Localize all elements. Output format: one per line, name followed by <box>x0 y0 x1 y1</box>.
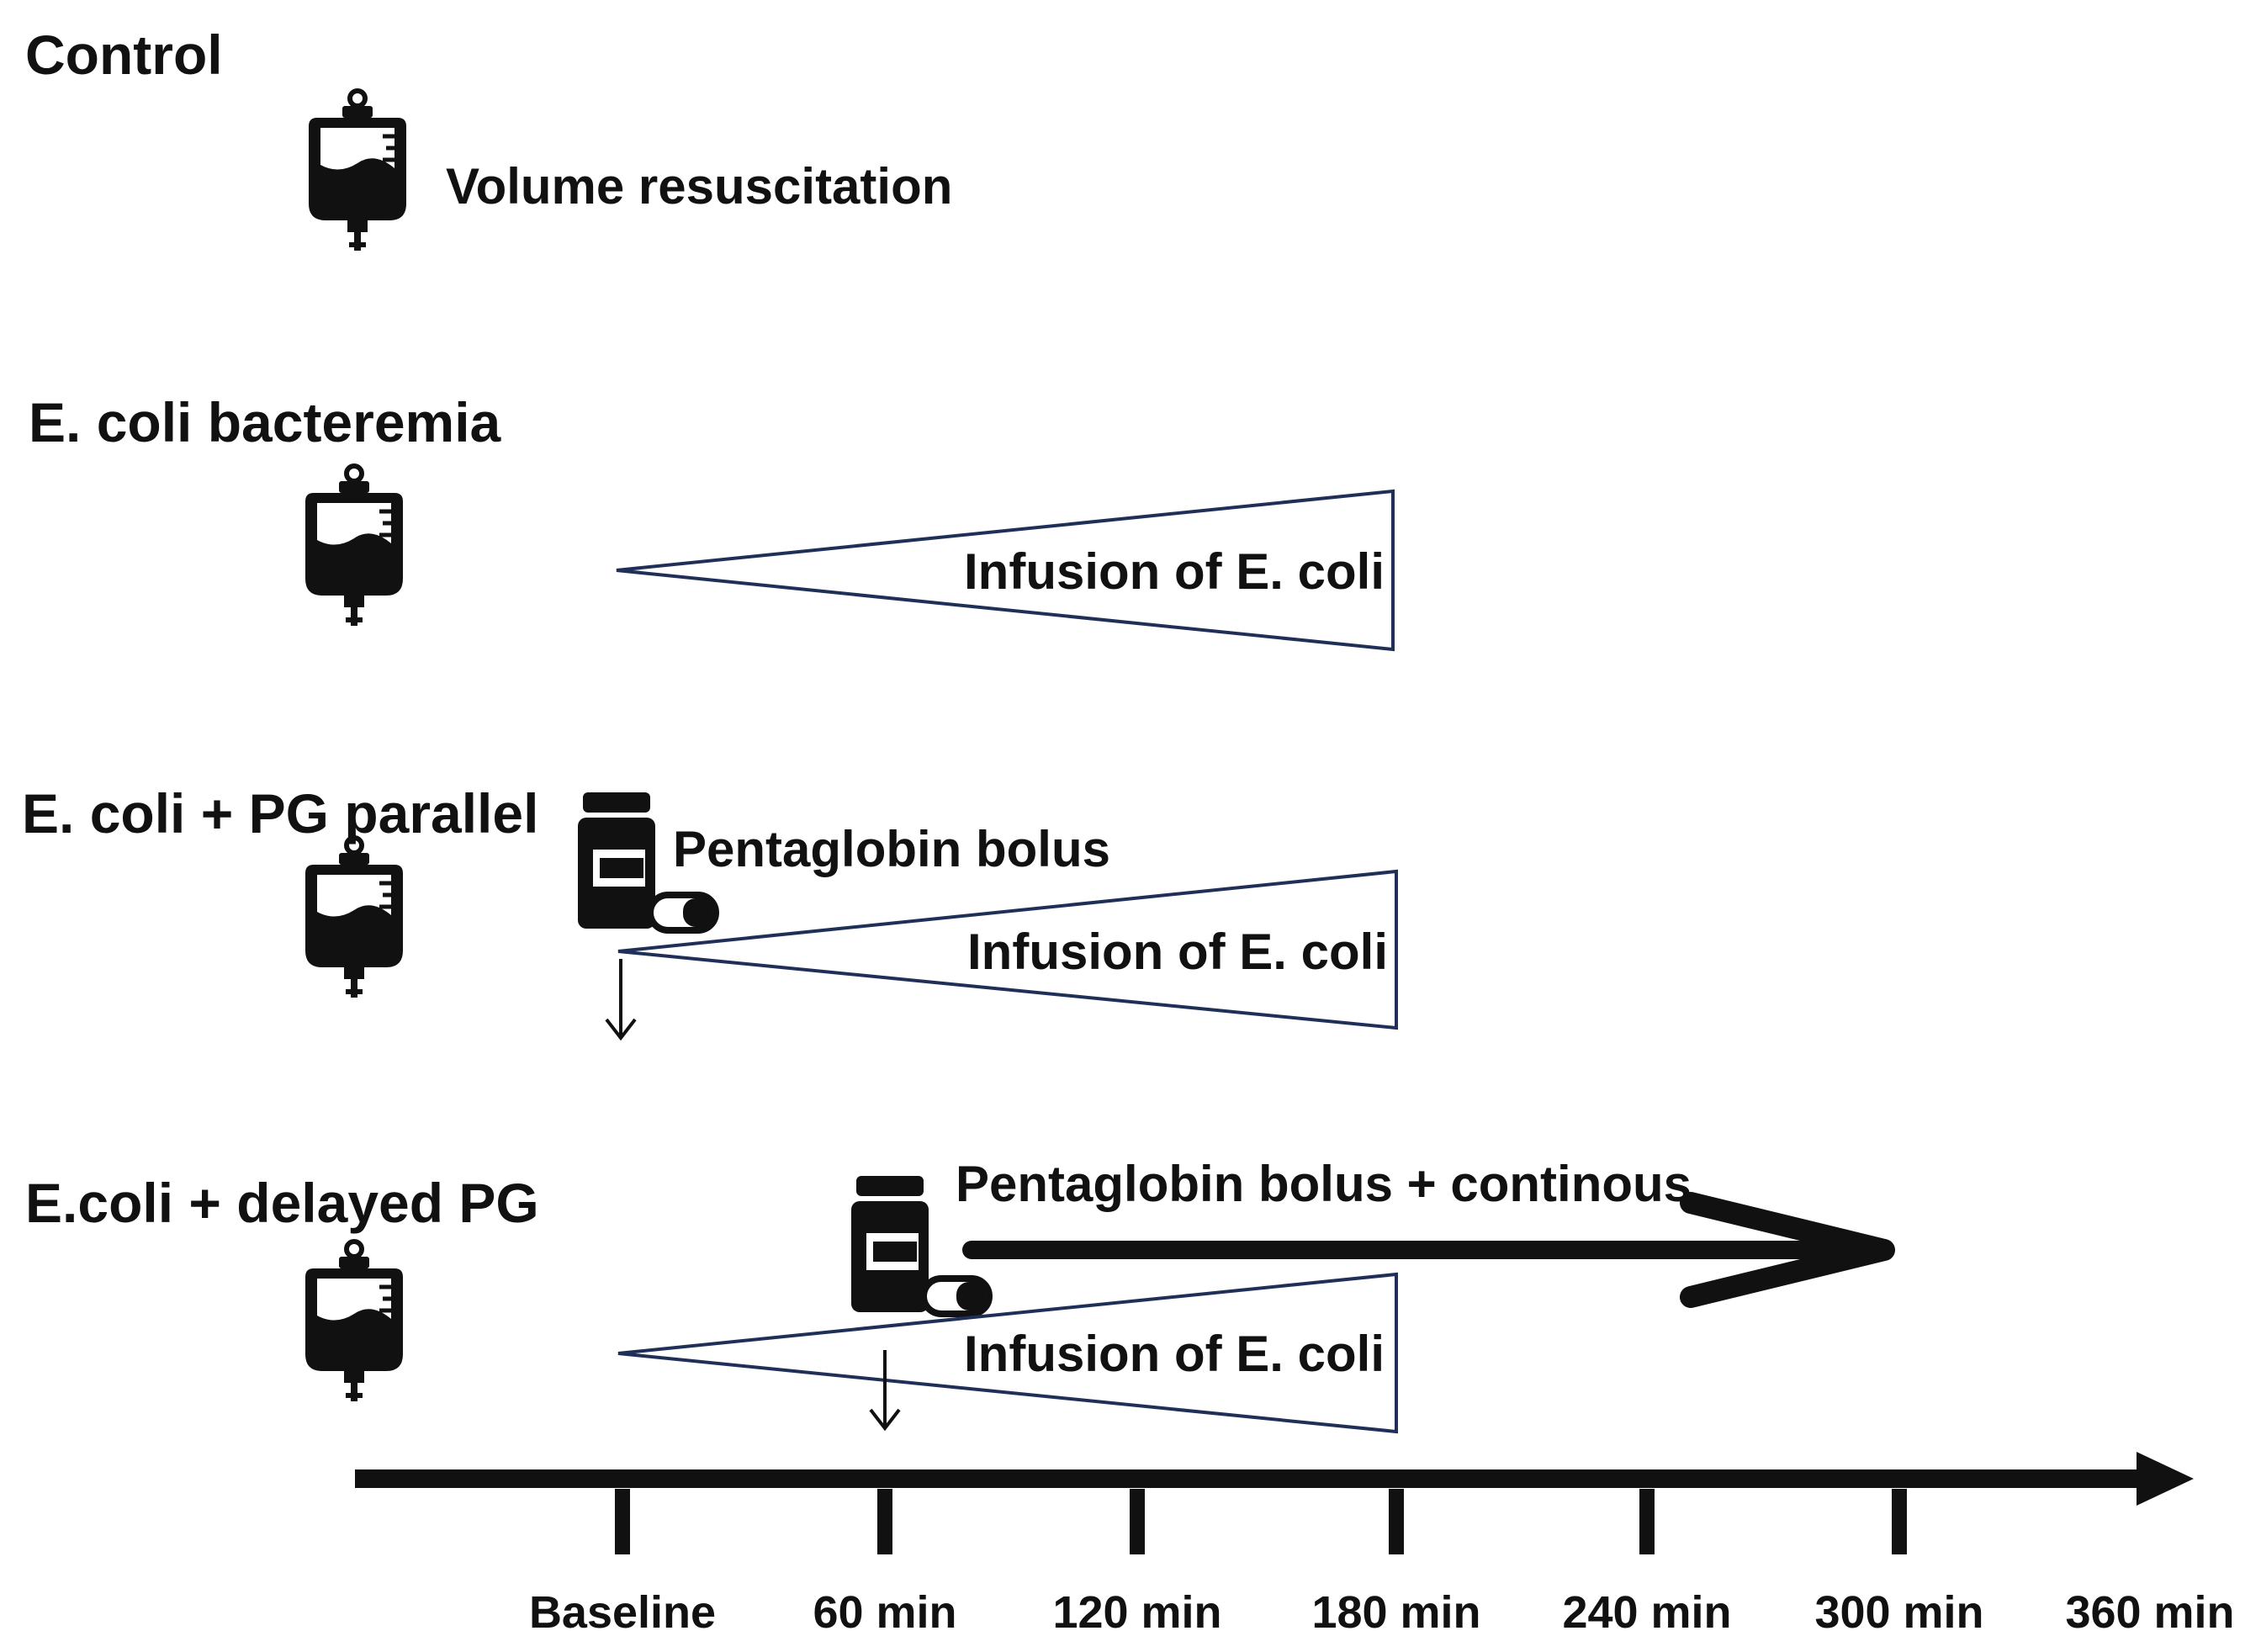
bolus-arrow <box>605 959 637 1041</box>
iv-bag-icon <box>305 838 403 998</box>
timeline-tick <box>615 1489 630 1554</box>
timeline-tick-label: 240 min <box>1562 1587 1731 1638</box>
infusion-label: Infusion of E. coli <box>964 1326 1385 1382</box>
group-title-parallel: E. coli + PG parallel <box>22 782 538 845</box>
timeline-ticks: Baseline 60 min 120 min 180 min 240 min 300 m… <box>529 1489 2235 1638</box>
group-title-bacteremia: E. coli bacteremia <box>29 391 502 453</box>
timeline-tick-label: 120 min <box>1052 1587 1221 1638</box>
timeline-tick-label: 300 min <box>1814 1587 1983 1638</box>
infusion-label: Infusion of E. coli <box>967 924 1388 980</box>
ecoli-infusion-wedge <box>616 489 1395 652</box>
group-title-control: Control <box>25 24 223 86</box>
timeline-tick-label: 360 min <box>2065 1587 2234 1638</box>
iv-bag-icon <box>305 466 403 626</box>
timeline-tick <box>1639 1489 1655 1554</box>
iv-bag-icon <box>309 91 406 251</box>
group-title-delayed: E.coli + delayed PG <box>25 1172 539 1234</box>
bolus-arrow <box>869 1350 901 1432</box>
timeline-axis <box>355 1452 2194 1506</box>
timeline-tick <box>1389 1489 1404 1554</box>
continuous-arrow <box>962 1192 1895 1308</box>
timeline-tick <box>1892 1489 1907 1554</box>
ecoli-infusion-wedge <box>617 1272 1398 1434</box>
timeline-tick-label: Baseline <box>529 1587 716 1638</box>
ecoli-infusion-wedge <box>617 869 1398 1030</box>
timeline-tick-label: 60 min <box>813 1587 956 1638</box>
infusion-label: Infusion of E. coli <box>964 543 1385 600</box>
timeline-tick <box>877 1489 892 1554</box>
pentaglobin-bolus-label: Pentaglobin bolus <box>673 821 1110 877</box>
timeline-tick <box>1130 1489 1145 1554</box>
volume-resuscitation-label: Volume resuscitation <box>446 158 952 214</box>
iv-bag-icon <box>305 1242 403 1401</box>
timeline-tick-label: 180 min <box>1311 1587 1480 1638</box>
pentaglobin-continuous-label: Pentaglobin bolus + continous <box>956 1156 1692 1212</box>
